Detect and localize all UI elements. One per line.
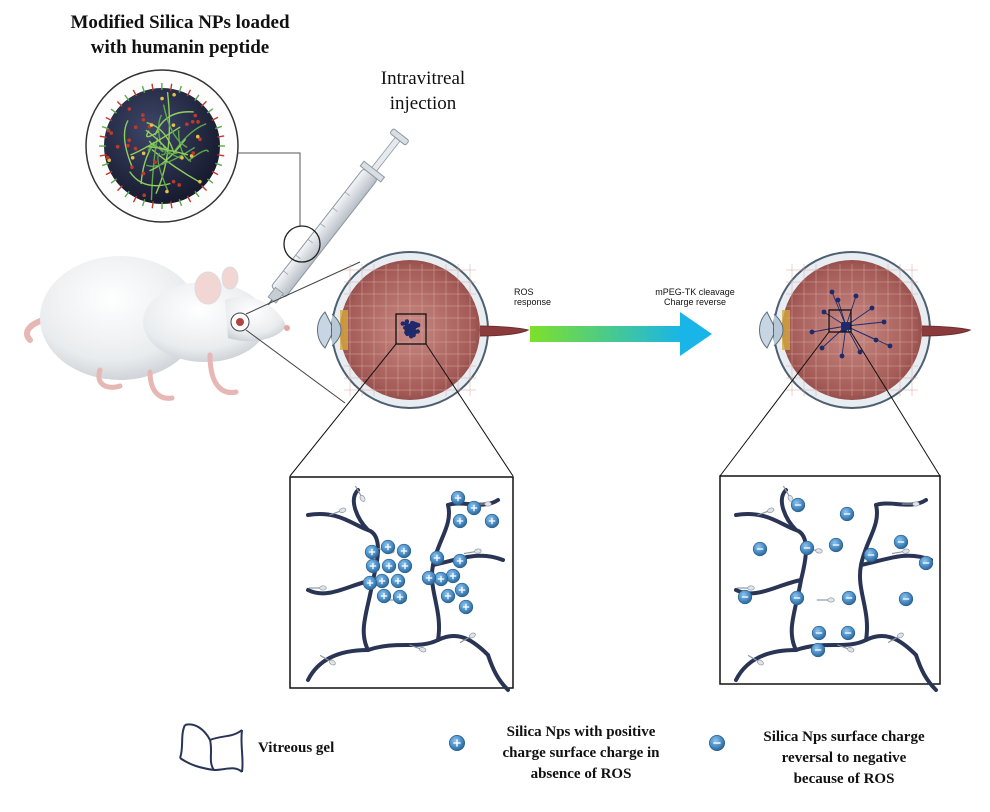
- zoom-line-right-b: [850, 331, 941, 477]
- legend-vitreous-label: Vitreous gel: [258, 740, 335, 756]
- zoom-line-top: [245, 261, 361, 315]
- zoom-line-bottom: [245, 329, 346, 404]
- legend-negative-line-3: because of ROS: [793, 771, 895, 787]
- zoom-line-left-a: [289, 343, 397, 477]
- ros-line-2: response: [514, 297, 552, 307]
- ros-response-label: ROS response: [514, 287, 584, 307]
- process-arrow: [530, 312, 712, 356]
- cleavage-line-1: mPEG-TK cleavage: [655, 287, 735, 297]
- legend-negative-line-1: Silica Nps surface charge: [763, 729, 925, 745]
- legend-positive-line-1: Silica Nps with positive: [506, 724, 656, 740]
- legend-negative-line-2: reversal to negative: [781, 750, 907, 766]
- zoom-line-right-a: [719, 331, 830, 477]
- cleavage-label: mPEG-TK cleavage Charge reverse: [640, 287, 750, 307]
- magnifier-circle: [283, 225, 321, 263]
- eye-cross-section-icon: [317, 251, 530, 409]
- legend-positive-line-2: charge surface charge in: [502, 745, 660, 761]
- title-line-1: Modified Silica NPs loaded: [70, 12, 290, 33]
- title-line-2: with humanin peptide: [90, 37, 270, 58]
- legend-positive-label: Silica Nps with positive charge surface …: [476, 722, 686, 785]
- rat-icon: [24, 256, 290, 401]
- zoom-line-left-b: [425, 343, 514, 477]
- vitreous-gel-icon: [179, 723, 244, 773]
- injection-line-2: injection: [389, 93, 457, 114]
- nanoparticle-sphere-icon: [85, 69, 239, 223]
- injection-label: Intravitreal injection: [338, 66, 508, 116]
- injection-line-1: Intravitreal: [380, 68, 466, 89]
- ros-line-1: ROS: [514, 287, 534, 297]
- legend-negative-label: Silica Nps surface charge reversal to ne…: [734, 727, 954, 790]
- legend-positive-line-3: absence of ROS: [530, 766, 632, 782]
- negative-np-legend-icon: [708, 734, 726, 752]
- positive-np-legend-icon: [448, 734, 466, 752]
- zoom-square-left: [395, 313, 427, 345]
- eye-cross-section-icon: [759, 251, 972, 409]
- diagram-title: Modified Silica NPs loaded with humanin …: [20, 10, 340, 60]
- nanoparticle-cluster: [400, 319, 421, 339]
- zoom-box-right: [719, 475, 941, 685]
- zoom-square-right: [828, 309, 852, 333]
- cleavage-line-2: Charge reverse: [663, 297, 727, 307]
- zoom-connector-line: [238, 152, 301, 226]
